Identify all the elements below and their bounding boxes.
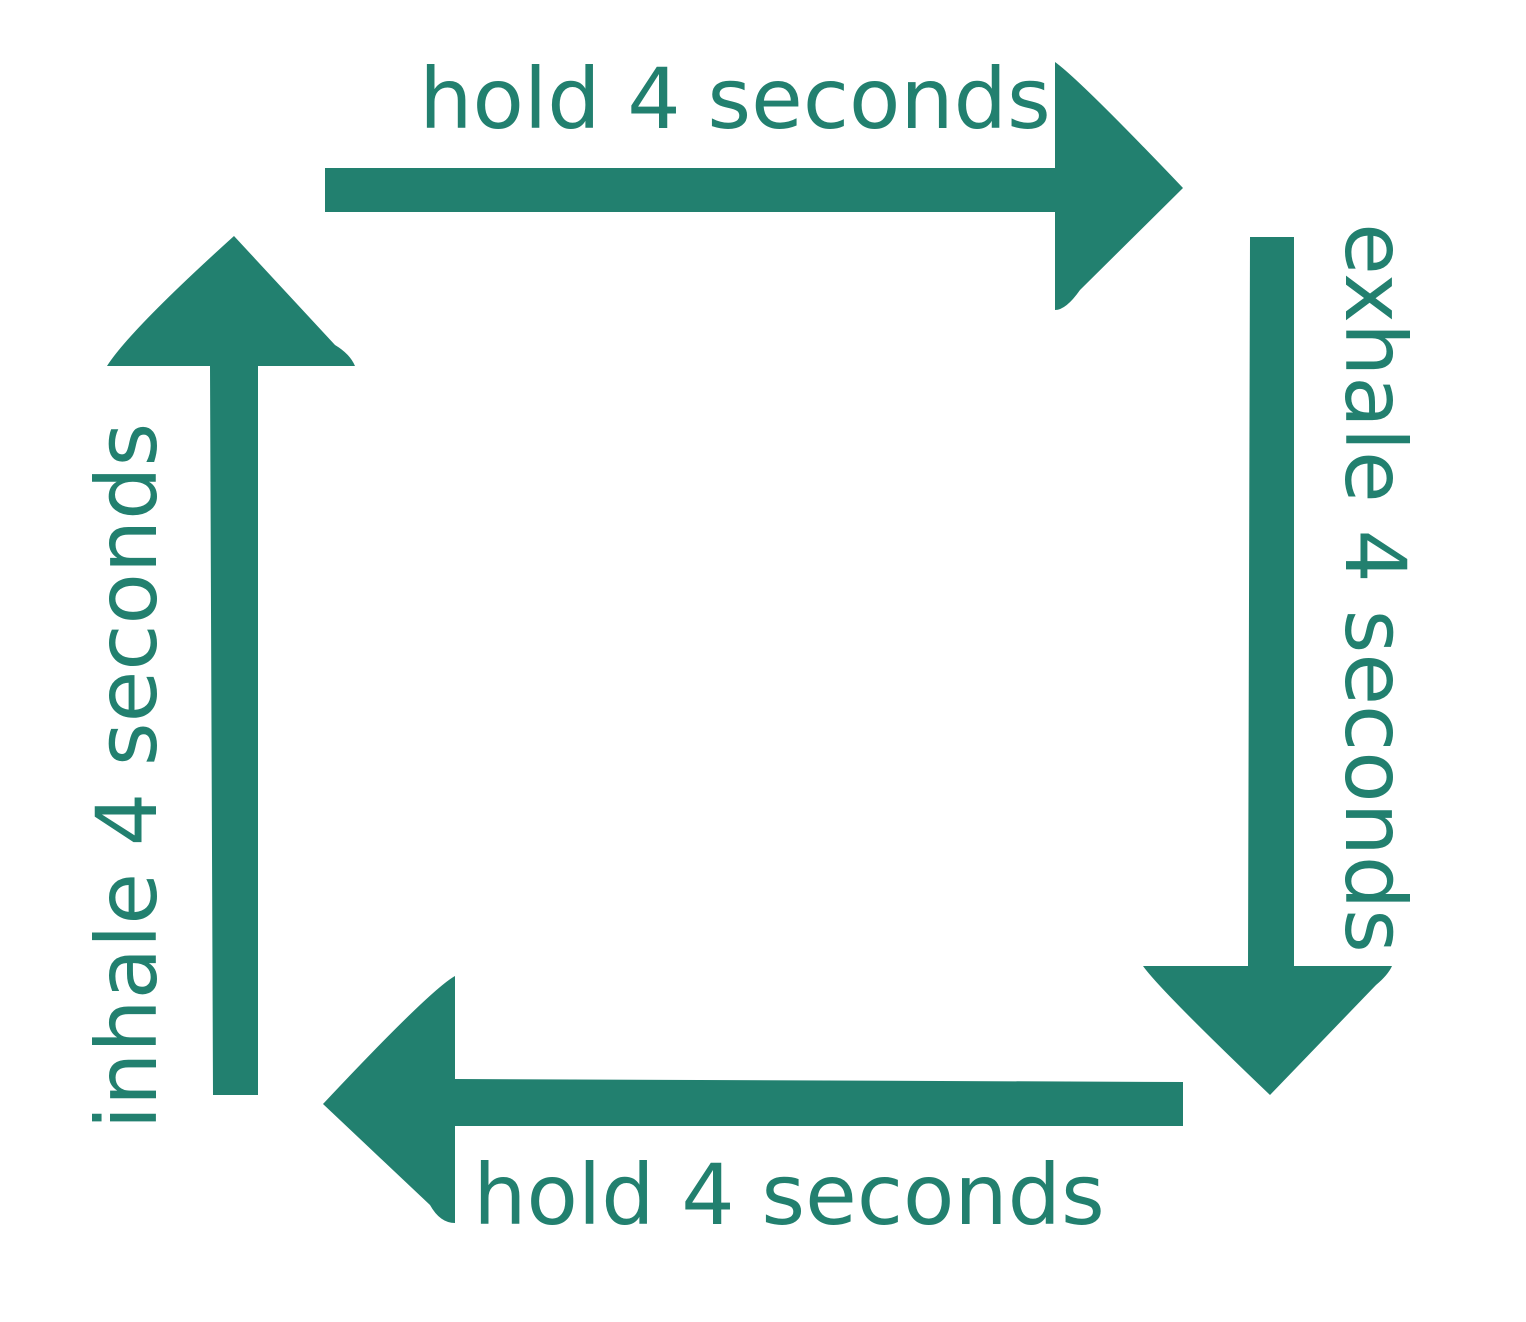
label-left: inhale 4 seconds [78,423,176,1130]
label-bottom: hold 4 seconds [473,1146,1104,1244]
arrow-up-icon [107,236,355,1095]
label-right: exhale 4 seconds [1326,223,1424,953]
arrow-left-icon [323,976,1183,1223]
arrow-right-icon [325,62,1183,310]
label-top: hold 4 seconds [419,50,1050,148]
arrow-down-icon [1143,237,1392,1095]
